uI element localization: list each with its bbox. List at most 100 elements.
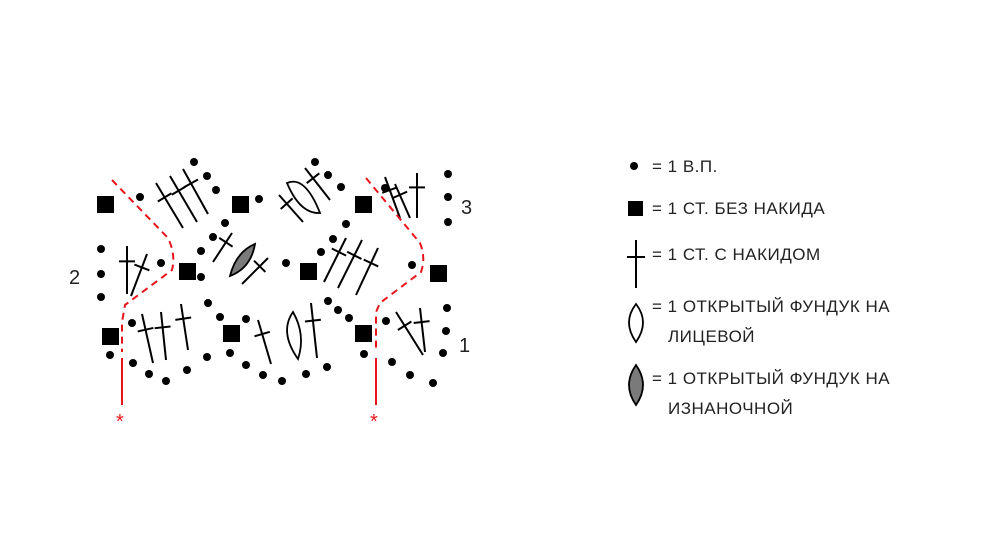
chain-stitch: [443, 304, 451, 312]
chain-stitch: [324, 297, 332, 305]
double-crochet: [119, 246, 135, 294]
chain-stitch: [311, 158, 319, 166]
chain-stitches: [97, 158, 452, 387]
chain-stitch: [444, 170, 452, 178]
single-crochet: [223, 325, 240, 342]
chain-stitch: [442, 327, 450, 335]
chain-stitch: [255, 195, 263, 203]
repeat-marker-left: *: [116, 411, 124, 433]
chain-stitch: [97, 270, 105, 278]
chain-stitch: [212, 186, 220, 194]
legend-open-puff-front-label-2: ЛИЦЕВОЙ: [668, 327, 756, 346]
chain-stitch: [259, 371, 267, 379]
double-crochet: [304, 302, 321, 359]
single-crochet-stitches: [97, 196, 447, 345]
double-crochet: [154, 311, 171, 361]
row-label-1: 1: [459, 335, 470, 357]
double-crochet: [278, 194, 304, 223]
chain-stitch: [381, 184, 389, 192]
chain-stitch: [97, 245, 105, 253]
double-crochet-stitches: [119, 167, 430, 365]
chain-stitch: [129, 359, 137, 367]
legend-filled-puff-icon: [628, 363, 644, 407]
chain-stitch: [429, 379, 437, 387]
chain-stitch: [278, 377, 286, 385]
chain-stitch: [203, 353, 211, 361]
chain-stitch: [197, 247, 205, 255]
single-crochet: [430, 265, 447, 282]
legend-single-crochet-label: = 1 СТ. БЕЗ НАКИДА: [652, 199, 826, 218]
double-crochet: [130, 253, 150, 297]
open-puff-row3: [285, 180, 322, 214]
double-crochet: [381, 176, 401, 219]
legend-single-crochet-icon: [628, 201, 643, 216]
legend-double-crochet-icon: [627, 240, 645, 288]
legend-open-puff-icon: [628, 302, 644, 344]
single-crochet: [232, 196, 249, 213]
double-crochet: [409, 173, 425, 218]
double-crochet: [413, 307, 430, 353]
double-crochet: [355, 247, 379, 296]
double-crochet: [169, 175, 198, 223]
repeat-line-left-dashed: [111, 179, 175, 352]
repeat-marker-right: *: [370, 411, 378, 433]
chain-stitch: [444, 218, 452, 226]
filled-puff-row2: [228, 242, 257, 278]
chain-stitch: [324, 171, 332, 179]
legend-double-crochet-label: = 1 СТ. С НАКИДОМ: [652, 245, 821, 264]
double-crochet: [304, 167, 331, 201]
chain-stitch: [106, 351, 114, 359]
chain-stitch: [242, 361, 250, 369]
chain-stitch: [242, 315, 250, 323]
chain-stitch: [162, 377, 170, 385]
chain-stitch: [183, 366, 191, 374]
double-crochet: [155, 182, 184, 229]
chain-stitch: [408, 261, 416, 269]
single-crochet: [355, 325, 372, 342]
chain-stitch: [157, 259, 165, 267]
double-crochet: [395, 311, 424, 356]
chain-stitch: [190, 158, 198, 166]
chain-stitch: [406, 371, 414, 379]
single-crochet: [355, 196, 372, 213]
chain-stitch: [317, 248, 325, 256]
chain-stitch: [337, 183, 345, 191]
chain-stitch: [382, 317, 390, 325]
chain-stitch: [203, 172, 211, 180]
chain-stitch: [204, 299, 212, 307]
legend-open-puff-back-label-2: ИЗНАНОЧНОЙ: [668, 399, 794, 418]
repeat-line-right-dashed: [365, 177, 425, 352]
chain-stitch: [444, 193, 452, 201]
chain-stitch: [128, 319, 136, 327]
single-crochet: [179, 263, 196, 280]
legend-open-puff-back-label-1: = 1 ОТКРЫТЫЙ ФУНДУК НА: [652, 369, 891, 388]
puff-stitches: [228, 180, 322, 361]
chain-stitch: [145, 370, 153, 378]
chain-stitch: [209, 233, 217, 241]
chain-stitch: [216, 313, 224, 321]
single-crochet: [102, 328, 119, 345]
double-crochet: [137, 313, 154, 364]
chain-stitch: [360, 350, 368, 358]
double-crochet: [392, 183, 411, 219]
chain-stitch: [439, 349, 447, 357]
chain-stitch: [97, 293, 105, 301]
chain-stitch: [345, 314, 353, 322]
legend-chain-label: = 1 В.П.: [652, 157, 718, 176]
chain-stitch: [302, 370, 310, 378]
row-label-2: 2: [69, 267, 80, 289]
double-crochet: [175, 303, 192, 351]
chain-stitch: [342, 220, 350, 228]
double-crochet: [254, 319, 272, 365]
chain-stitch: [226, 349, 234, 357]
chain-stitch: [282, 259, 290, 267]
chain-stitch: [334, 306, 342, 314]
single-crochet: [300, 263, 317, 280]
chain-stitch: [329, 235, 337, 243]
chain-stitch: [388, 358, 396, 366]
single-crochet: [97, 196, 114, 213]
double-crochet: [323, 237, 347, 283]
repeat-lines: [111, 177, 425, 405]
chain-stitch: [197, 273, 205, 281]
